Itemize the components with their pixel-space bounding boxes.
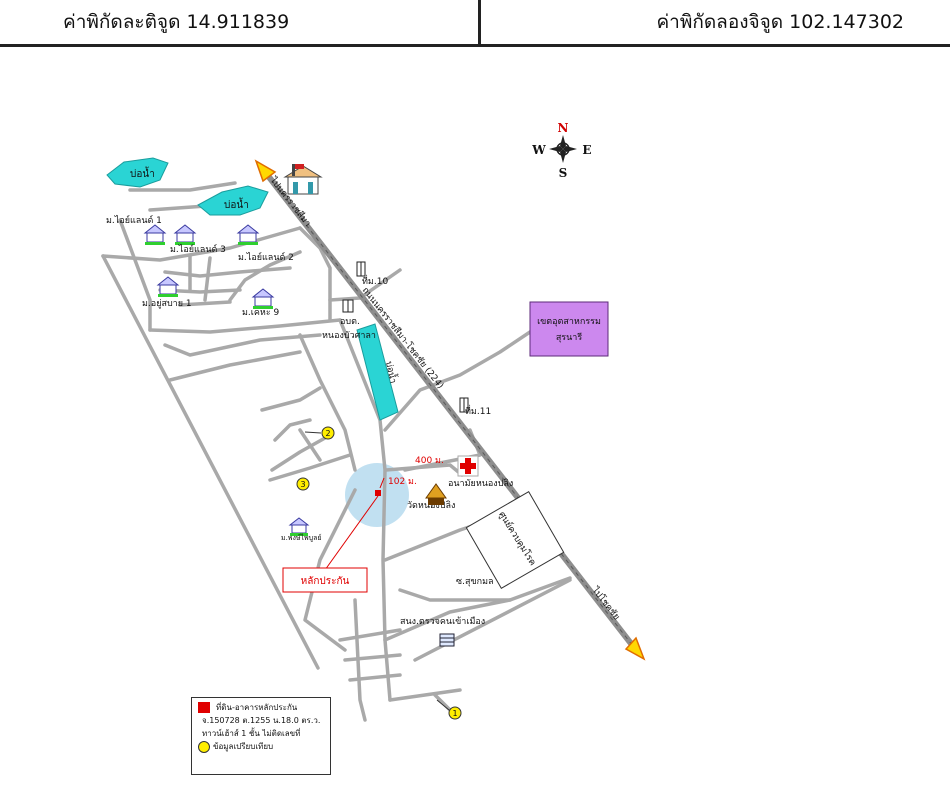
highway-224	[254, 159, 646, 661]
village-label-yusabai: ม.อยู่สบาย 1	[142, 299, 192, 309]
village-label-kheha: ม.เคหะ 9	[242, 308, 280, 318]
longitude-label: ค่าพิกัดลองจิจูด 102.147302	[656, 11, 904, 33]
suranaree-label-line2: สุรนารี	[556, 332, 583, 343]
village-label-phaisan: ม.พงษ์ไพบูลย์	[281, 533, 321, 542]
comparison-marker-2	[321, 426, 335, 440]
pond-3	[356, 323, 399, 421]
map-legend: ที่ดิน-อาคารหลักประกัน จ.150728 ต.1255 น…	[191, 697, 331, 775]
village-label-island-3: ม.ไอย์แลนด์ 3	[170, 243, 226, 255]
pond-label-2: บ่อน้ำ	[224, 197, 249, 211]
moo10-label: ที่ม.10	[362, 274, 388, 287]
village-label-island-1: ม.ไอย์แลนด์ 1	[106, 214, 162, 226]
legend-row-property: ที่ดิน-อาคารหลักประกัน	[198, 701, 324, 714]
obt-label: อบต.	[340, 317, 360, 327]
temple-label: วัดหนองปลิง	[407, 500, 455, 511]
moo11-label: ที่ม.11	[465, 404, 491, 417]
comparison-marker-3-label: 3	[300, 480, 305, 489]
house-icon	[288, 517, 310, 536]
immigration-building-icon	[439, 633, 455, 647]
compass-east: E	[582, 143, 591, 157]
legend-line4: ข้อมูลเปรียบเทียบ	[213, 742, 274, 751]
coordinate-header: ค่าพิกัดละติจูด 14.911839 ค่าพิกัดลองจิจ…	[0, 0, 950, 47]
disease-control-center: ศูนย์ควบคุมโรค	[465, 491, 565, 589]
header-divider	[478, 0, 481, 46]
village-icons	[143, 224, 310, 536]
government-building-icon	[283, 164, 323, 195]
pond-label-1: บ่อน้ำ	[130, 166, 155, 180]
comparison-marker-1-label: 1	[452, 709, 457, 718]
office-icon	[342, 299, 354, 313]
moo11-marker-icon	[459, 397, 469, 413]
legend-line1: ที่ดิน-อาคารหลักประกัน	[216, 703, 298, 712]
legend-line3: ทาวน์เฮ้าส์ 1 ชั้น ไม่ติดเลขที่	[202, 729, 301, 738]
house-icon	[173, 224, 197, 245]
location-map: บ่อน้ำ บ่อน้ำ บ่อน้ำ เขตอุตสาหกรรม สุรนา…	[101, 121, 646, 722]
collateral-pointer-line	[324, 495, 379, 571]
local-roads	[101, 181, 572, 722]
legend-row-comparison: ข้อมูลเปรียบเทียบ	[198, 740, 324, 753]
moo10-marker-icon	[356, 261, 366, 277]
collateral-callout-box	[282, 567, 368, 593]
property-marker	[375, 490, 381, 496]
highway-arrow-north	[254, 159, 277, 183]
compass-west: W	[531, 143, 546, 157]
distance-102m-label: 102 ม.	[388, 477, 417, 487]
legend-property-swatch	[198, 702, 210, 713]
legend-line2: จ.150728 ต.1255 น.18.0 ตร.ว.	[202, 716, 321, 725]
health-center-label: อนามัยหนองปลิง	[448, 478, 513, 489]
hospital-cross-icon	[457, 455, 479, 477]
distance-102m-line	[379, 477, 385, 489]
legend-comparison-swatch	[198, 740, 210, 753]
compass-rose: N S E W	[531, 121, 591, 180]
highway-arrow-south	[624, 636, 646, 661]
pond-2	[197, 185, 269, 216]
obt-label-2: หนองบัวศาลา	[322, 331, 376, 341]
compass-south: S	[559, 166, 568, 180]
comparison-marker-2-label: 2	[325, 429, 330, 438]
comparison-marker-3	[296, 477, 310, 491]
latitude-label: ค่าพิกัดละติจูด 14.911839	[63, 11, 290, 33]
compass-north: N	[558, 121, 569, 135]
suranaree-label-line1: เขตอุตสาหกรรม	[537, 317, 601, 327]
comparison-marker-1	[448, 706, 462, 720]
highway-label-south: ไปโชคชัย	[589, 584, 622, 622]
temple-icon	[425, 483, 447, 505]
soi-label: ซ.สุขกมล	[456, 577, 494, 587]
comparison-markers: 2 3 1	[296, 426, 462, 720]
house-icon	[143, 224, 167, 245]
immigration-label: สนง.ตรวจคนเข้าเมือง	[400, 616, 485, 627]
suranaree-industrial-zone	[529, 301, 609, 357]
house-icon	[156, 276, 180, 297]
distance-400m-label: 400 ม.	[415, 456, 444, 466]
house-icon	[251, 288, 275, 309]
ponds: บ่อน้ำ บ่อน้ำ บ่อน้ำ	[106, 157, 400, 421]
village-label-island-2: ม.ไอย์แลนด์ 2	[238, 251, 294, 263]
collateral-callout-label: หลักประกัน	[301, 576, 350, 587]
house-icon	[236, 224, 260, 245]
pond-1	[106, 157, 169, 188]
